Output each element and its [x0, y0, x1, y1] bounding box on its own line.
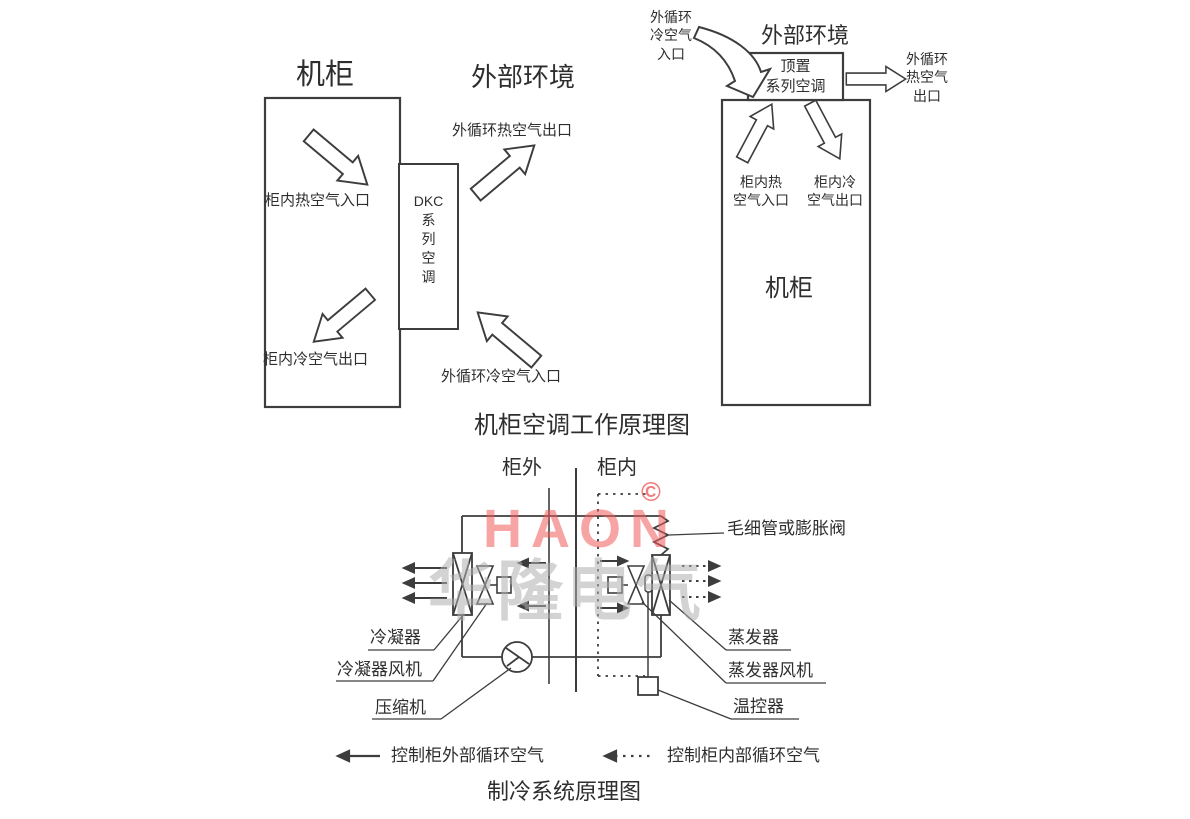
d2-environment-title: 外部环境 — [761, 23, 850, 48]
d3-evaporator-fan — [607, 565, 646, 605]
d3-evaporator — [651, 554, 671, 616]
d2-cold-air-outlet-label: 柜内冷 空气出口 — [807, 174, 863, 209]
d1-environment-title: 外部环境 — [471, 62, 576, 92]
d3-legend-internal-label: 控制柜内部循环空气 — [667, 746, 820, 765]
d1-ext-hot-air-outlet-label: 外循环热空气出口 — [452, 122, 573, 139]
d3-callout-leaders — [336, 532, 826, 720]
d1-cold-air-outlet-label: 柜内冷空气出口 — [263, 351, 369, 368]
d1-ac-unit-label: DKC 系 列 空 调 — [413, 193, 444, 285]
d3-legend-dashed-arrow — [602, 749, 650, 763]
d3-legend-external-label: 控制柜外部循环空气 — [391, 746, 544, 765]
d2-ext-cold-air-inlet-label: 外循环 冷空气 入口 — [650, 9, 692, 62]
d3-inside-label: 柜内 — [597, 457, 637, 479]
d3-thermostat-box — [637, 676, 659, 696]
d3-capillary-label: 毛细管或膨胀阀 — [727, 519, 846, 538]
d3-evaporator-label: 蒸发器 — [728, 628, 779, 647]
d2-hot-air-inlet-label: 柜内热 空气入口 — [733, 174, 789, 209]
d3-caption: 制冷系统原理图 — [487, 779, 642, 804]
d3-temp-sensor — [644, 574, 653, 677]
d1-ac-unit-box — [398, 163, 459, 330]
d3-internal-airflow-arrows — [682, 559, 722, 604]
d3-condenser-fan-label: 冷凝器风机 — [337, 660, 422, 679]
d2-top-unit-label: 顶置 系列空调 — [765, 58, 826, 96]
d1-caption: 机柜空调工作原理图 — [474, 412, 690, 439]
d1-hot-air-inlet-label: 柜内热空气入口 — [265, 192, 371, 209]
d3-condenser — [452, 552, 473, 616]
d3-evaporator-fan-label: 蒸发器风机 — [728, 661, 813, 680]
d2-ext-hot-air-outlet-label: 外循环 热空气 出口 — [906, 51, 948, 104]
d3-partition-lines — [548, 468, 577, 692]
d1-cabinet-title: 机柜 — [296, 59, 355, 91]
d3-compressor-label: 压缩机 — [375, 698, 426, 717]
d3-outside-label: 柜外 — [502, 457, 542, 479]
d3-refrigerant-pipes — [461, 515, 662, 658]
d3-dotted-circulation-lines — [597, 493, 648, 677]
d3-external-airflow-arrows — [401, 555, 630, 614]
d3-legend-solid-arrow — [335, 749, 380, 763]
d1-ext-cold-air-inlet-label: 外循环冷空气入口 — [441, 368, 562, 385]
d3-condenser-label: 冷凝器 — [370, 628, 421, 647]
d3-capillary-zigzag — [651, 515, 671, 556]
d2-cabinet-label: 机柜 — [765, 275, 813, 302]
d3-compressor — [501, 641, 533, 673]
d3-condenser-fan — [475, 565, 512, 605]
d2-curved-inlet-arrow — [692, 25, 773, 99]
d3-thermostat-label: 温控器 — [733, 697, 784, 716]
